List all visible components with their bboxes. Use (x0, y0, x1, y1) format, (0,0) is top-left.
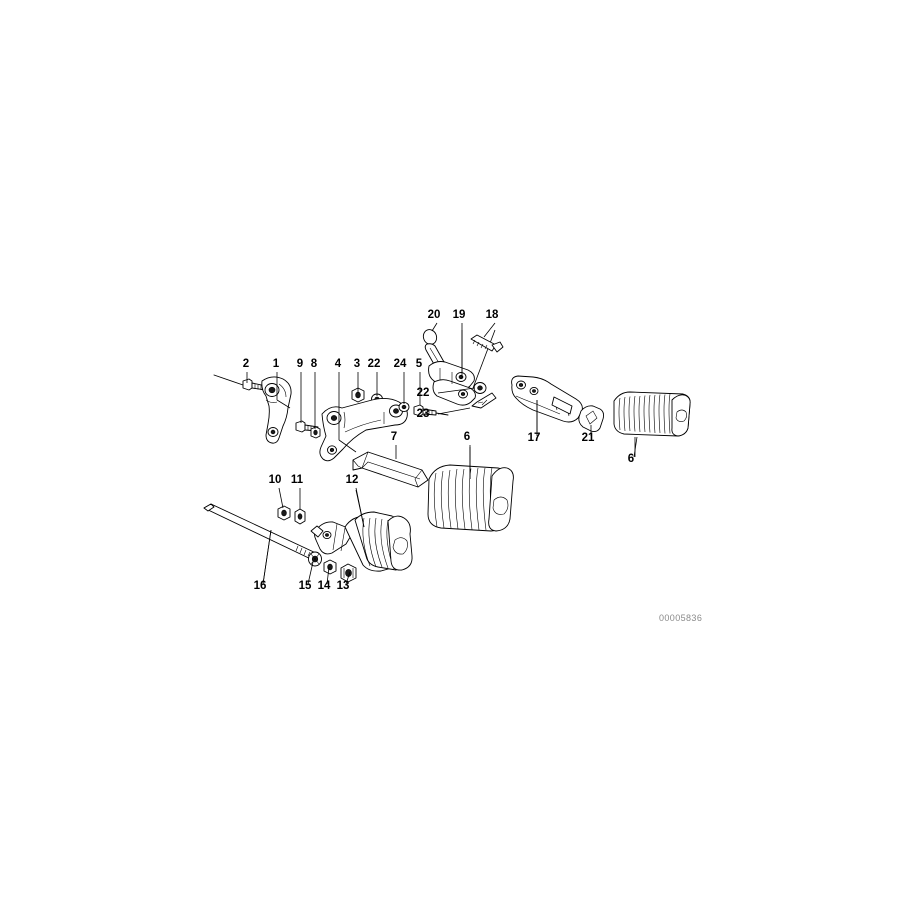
callout-leader-12 (355, 487, 365, 528)
part-10-nut (277, 505, 291, 521)
callout-leader-13 (345, 571, 351, 585)
callout-7: 7 (391, 431, 397, 459)
callout-3: 3 (354, 358, 360, 393)
part-6b-footrest-rubber-right (613, 391, 691, 457)
callout-label-7: 7 (391, 431, 397, 443)
callout-leader-23 (437, 407, 471, 415)
part-8-washer (310, 426, 321, 439)
callout-label-4: 4 (335, 358, 342, 370)
callout-label-11: 11 (291, 474, 304, 486)
callout-19: 19 (453, 309, 466, 376)
callout-label-22a: 22 (368, 358, 381, 370)
part-4-footrest-bracket (319, 397, 408, 462)
part-19-shift-lever-pivot (428, 361, 476, 406)
callout-label-19: 19 (453, 309, 466, 321)
callout-15: 15 (299, 561, 314, 592)
callout-5: 5 (416, 358, 423, 405)
part-18-screw (470, 334, 504, 353)
callout-label-2: 2 (243, 358, 249, 370)
callout-label-22b: 22 (417, 387, 430, 399)
callout-label-12: 12 (346, 474, 359, 486)
callout-label-23: 23 (417, 408, 430, 420)
callout-22b: 22 (417, 387, 476, 399)
callout-1: 1 (273, 358, 280, 400)
callout-label-21: 21 (582, 432, 595, 444)
callout-label-9: 9 (297, 358, 303, 370)
callout-label-13: 13 (337, 580, 350, 592)
part-23-pin (471, 392, 497, 409)
part-6a-footrest-rubber-main (427, 447, 514, 532)
callout-label-8: 8 (311, 358, 318, 370)
diagram-watermark: 00005836 (659, 613, 702, 623)
callout-label-20: 20 (428, 309, 441, 321)
callout-8: 8 (311, 358, 318, 429)
callout-label-16: 16 (254, 580, 267, 592)
part-1-shift-lever-bracket (261, 376, 292, 444)
callout-2: 2 (243, 358, 249, 383)
callout-4: 4 (335, 358, 342, 440)
callout-21: 21 (582, 425, 595, 444)
callout-leader-18 (483, 322, 496, 338)
part-11-washer (294, 508, 306, 525)
part-14-nut (323, 559, 337, 575)
callout-11: 11 (291, 474, 304, 509)
callout-label-17: 17 (528, 432, 541, 444)
callout-23: 23 (417, 407, 471, 420)
callout-13: 13 (337, 571, 351, 592)
callout-9: 9 (297, 358, 303, 423)
callout-14: 14 (318, 566, 331, 592)
callout-10: 10 (269, 474, 284, 509)
callout-label-6b: 6 (628, 453, 634, 465)
callout-label-5: 5 (416, 358, 423, 370)
callout-label-24: 24 (394, 358, 407, 370)
callout-label-3: 3 (354, 358, 360, 370)
callout-17: 17 (528, 400, 541, 444)
callout-24: 24 (394, 358, 407, 404)
callout-20: 20 (428, 309, 441, 332)
callout-leader-14 (326, 566, 330, 585)
callout-label-18: 18 (486, 309, 499, 321)
callout-leader-22b (437, 387, 476, 394)
callout-label-6a: 6 (464, 431, 470, 443)
callout-label-1: 1 (273, 358, 280, 370)
callout-label-10: 10 (269, 474, 282, 486)
callout-16: 16 (254, 529, 272, 592)
callout-6b: 6 (628, 436, 638, 465)
part-12-gearshift-lever (310, 489, 413, 572)
callout-label-15: 15 (299, 580, 312, 592)
callout-leader-6b (633, 436, 638, 458)
part-15-washer (308, 551, 322, 567)
callout-18: 18 (483, 309, 499, 338)
part-7-footrest-trim (352, 451, 429, 488)
callout-leader-16 (262, 529, 272, 585)
callout-leader-10 (278, 487, 284, 509)
callout-6a: 6 (464, 431, 471, 479)
part-24-washer (398, 401, 410, 413)
part-22b-washer (473, 382, 487, 394)
callout-22a: 22 (368, 358, 381, 396)
callout-label-14: 14 (318, 580, 331, 592)
callout-12: 12 (346, 474, 365, 528)
part-21-rubber-insert (578, 405, 605, 433)
callout-leader-20 (431, 322, 438, 332)
callout-leader-15 (307, 561, 314, 585)
